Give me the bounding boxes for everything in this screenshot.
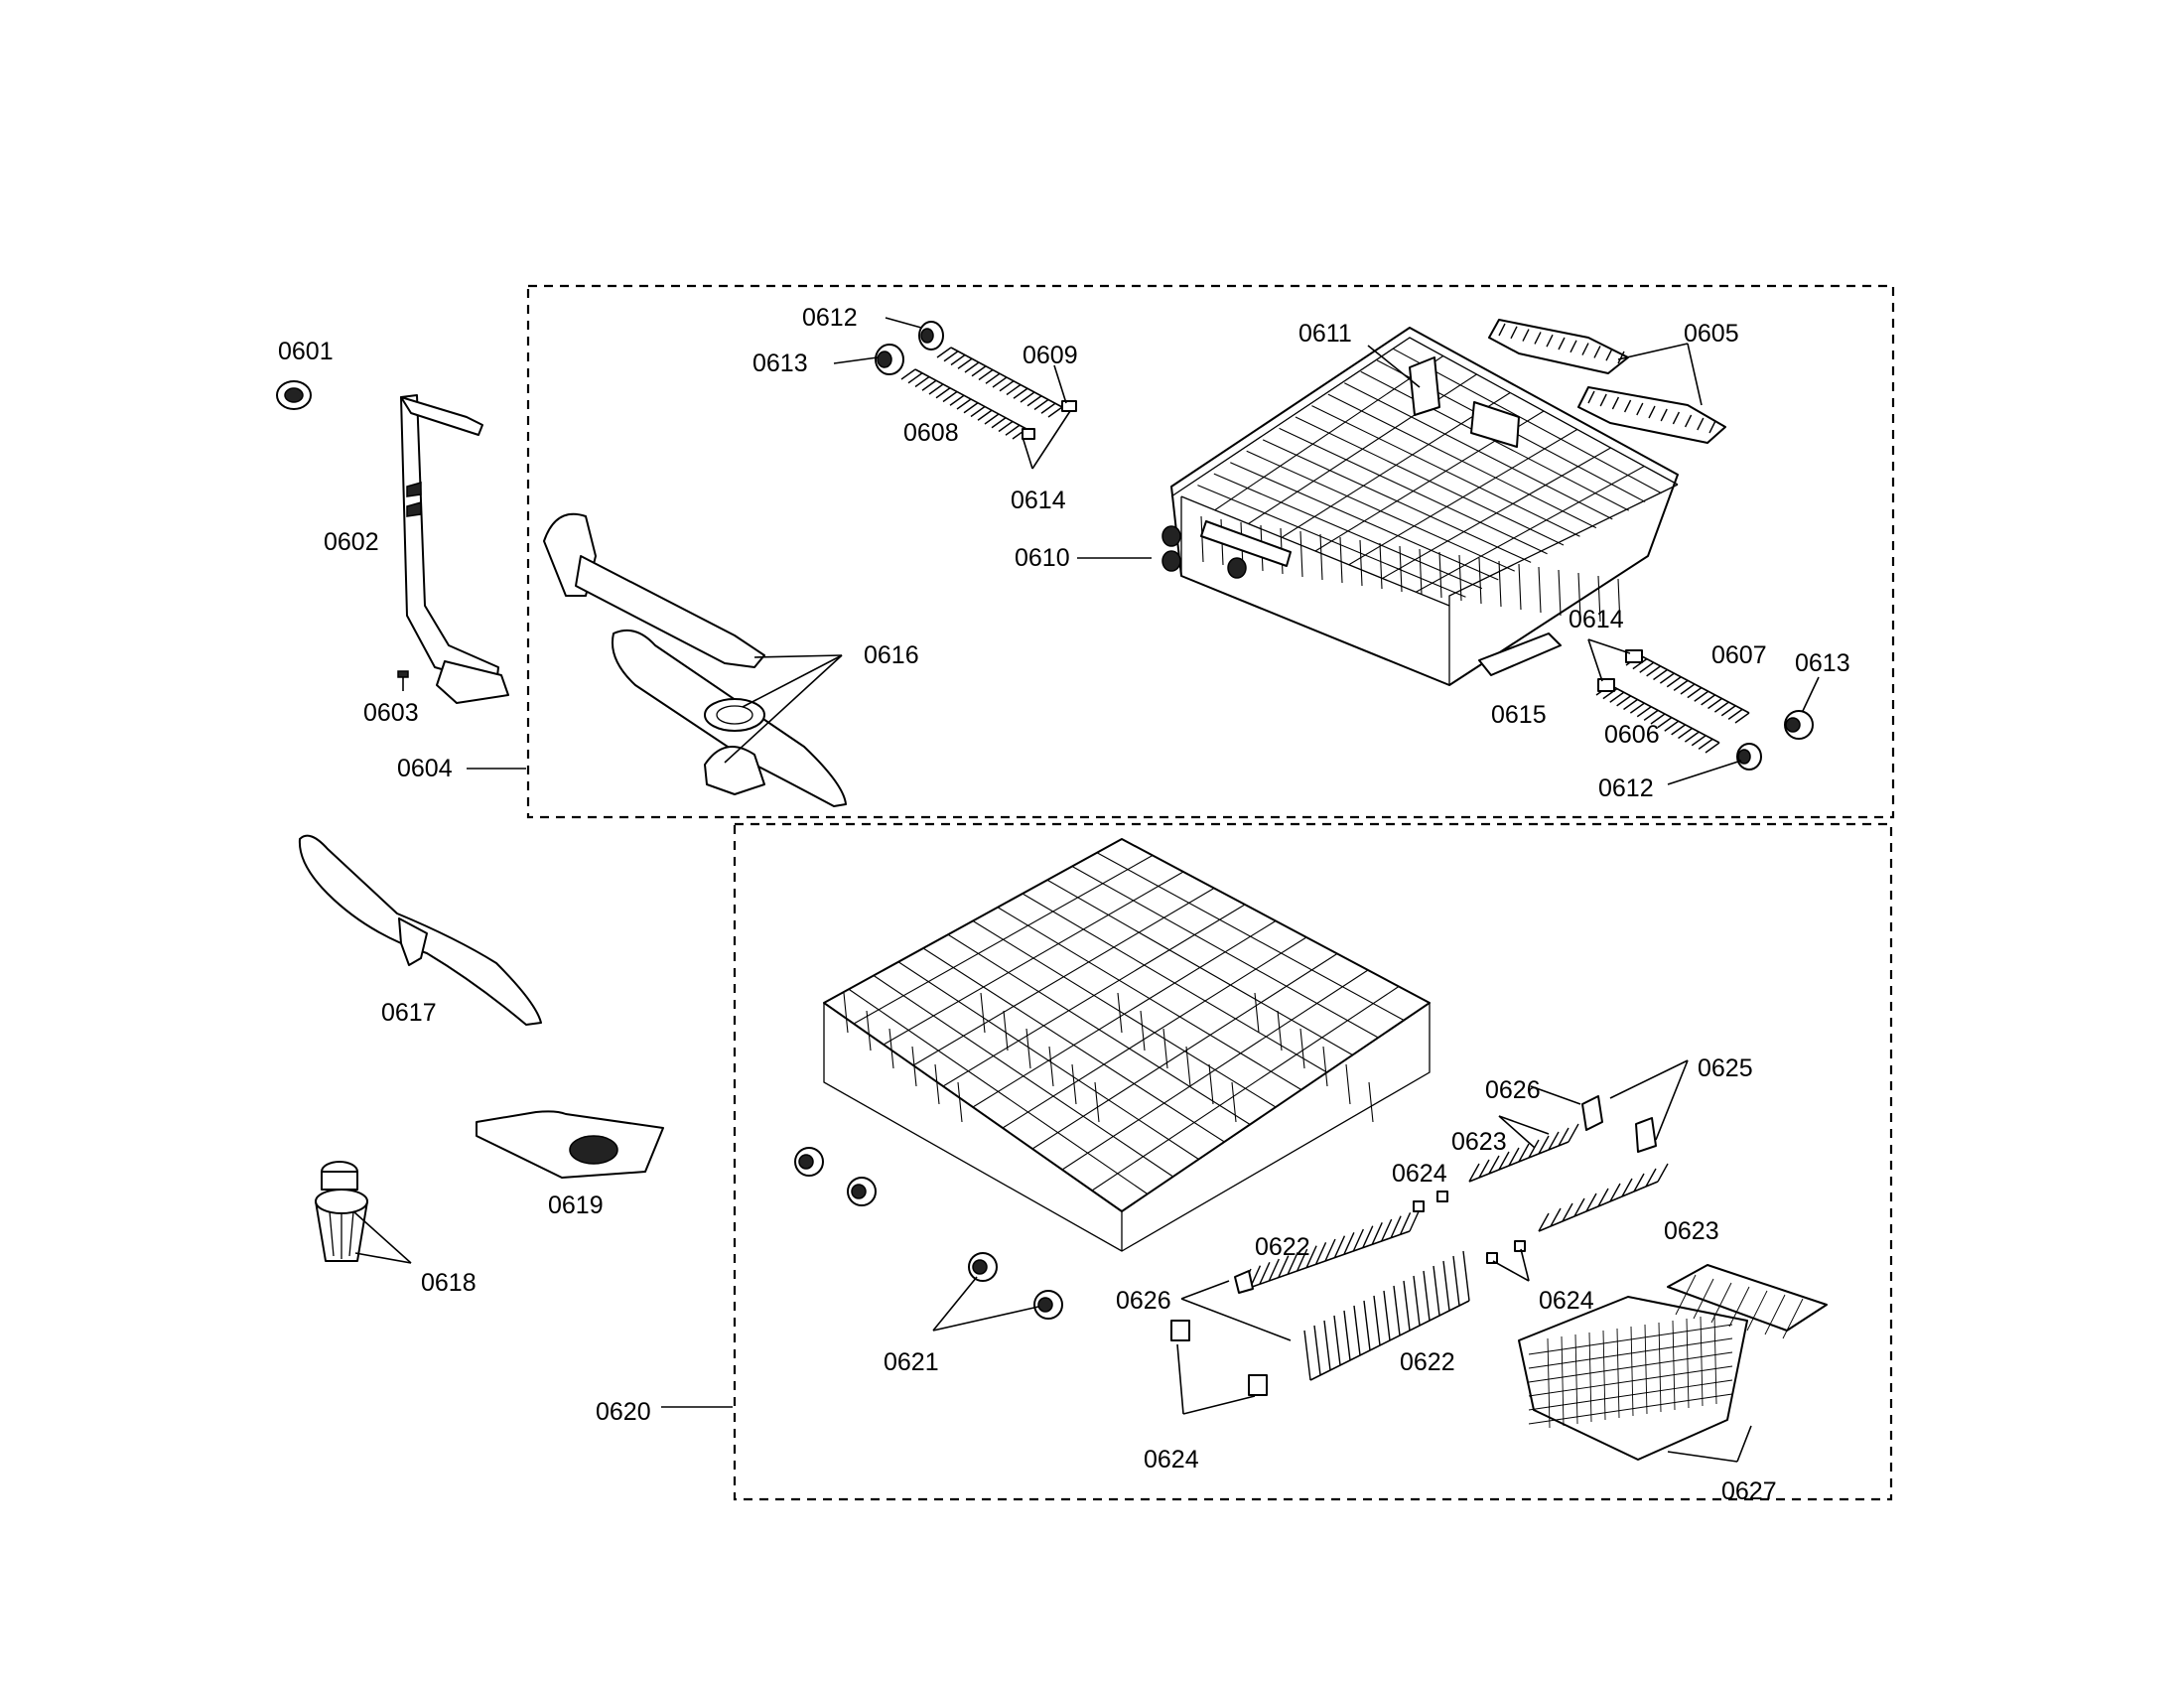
part-0611-rack-handle [1409,356,1520,448]
callout-labels: 0601 0602 0603 0604 0612 0613 0609 0608 … [278,304,1850,1505]
part-0617-lower-spray-arm [298,834,542,1026]
part-0608-0609-tine-rows [900,347,1077,440]
part-0626-hinge [1234,1270,1254,1294]
part-0613-wheel-top [875,344,904,375]
part-0603-screw [397,670,409,691]
callout-0602: 0602 [324,528,379,556]
callout-0624-mid: 0624 [1392,1160,1447,1188]
callout-0605: 0605 [1684,320,1739,348]
callout-0603: 0603 [363,699,419,727]
callout-0610: 0610 [1015,544,1070,572]
part-0601-nut [276,380,312,410]
leader-lines [352,317,1820,1463]
callout-0611: 0611 [1298,320,1352,348]
lower-rack-group-box [733,822,1893,1501]
callout-0604: 0604 [397,755,453,782]
part-0616-upper-spray-arm [543,512,847,807]
callout-0614-top: 0614 [1011,487,1066,514]
part-0627-cutlery-basket [1518,1264,1828,1461]
callout-0624-lower: 0624 [1144,1446,1199,1474]
part-0619-filter-plate [476,1110,664,1179]
part-0625-hinges [1581,1095,1657,1153]
callout-0607: 0607 [1711,641,1767,669]
part-0622-tine-rows [1240,1208,1470,1381]
callout-0617: 0617 [381,999,437,1027]
callout-0612-top: 0612 [802,304,858,332]
callout-0609: 0609 [1023,342,1078,369]
part-0612-wheel-top [918,321,944,351]
callout-0615: 0615 [1491,701,1547,729]
callout-0612-right: 0612 [1598,774,1654,802]
callout-0623-right: 0623 [1664,1217,1719,1245]
callout-0623-top: 0623 [1451,1128,1507,1156]
part-0610-upper-rack [1161,327,1679,686]
part-0620-lower-rack [823,838,1431,1252]
callout-0620: 0620 [596,1398,651,1426]
upper-rack-group-box [526,284,1895,819]
part-0613-wheel-right [1784,710,1814,740]
part-0602-supply-tube [400,394,509,704]
part-0606-0607-tine-rows [1595,649,1750,754]
callout-0621: 0621 [884,1348,939,1376]
callout-0616: 0616 [864,641,919,669]
callout-0624-right: 0624 [1539,1287,1594,1315]
part-0618-filter [315,1161,368,1262]
part-0623-tine-rows [1468,1123,1669,1232]
part-0615-clip [1478,632,1562,676]
part-0605-cup-shelves [1488,319,1726,444]
part-0612-wheel-right [1736,743,1762,771]
callout-0618: 0618 [421,1269,477,1297]
callout-0608: 0608 [903,419,959,447]
callout-0613-right: 0613 [1795,649,1850,677]
callout-0625: 0625 [1698,1054,1753,1082]
callout-0627: 0627 [1721,1477,1777,1505]
callout-0601: 0601 [278,338,334,365]
callout-0619: 0619 [548,1192,604,1219]
callout-0626-upper: 0626 [1485,1076,1541,1104]
callout-0614-right: 0614 [1569,606,1624,633]
part-0621-lower-wheels [794,1147,1063,1320]
callout-0622-right: 0622 [1400,1348,1455,1376]
part-0624-clips [1170,1191,1526,1396]
callout-0626-lower: 0626 [1116,1287,1171,1315]
callout-0606: 0606 [1604,721,1660,749]
callout-0622-left: 0622 [1255,1233,1310,1261]
callout-0613-top: 0613 [752,350,808,377]
